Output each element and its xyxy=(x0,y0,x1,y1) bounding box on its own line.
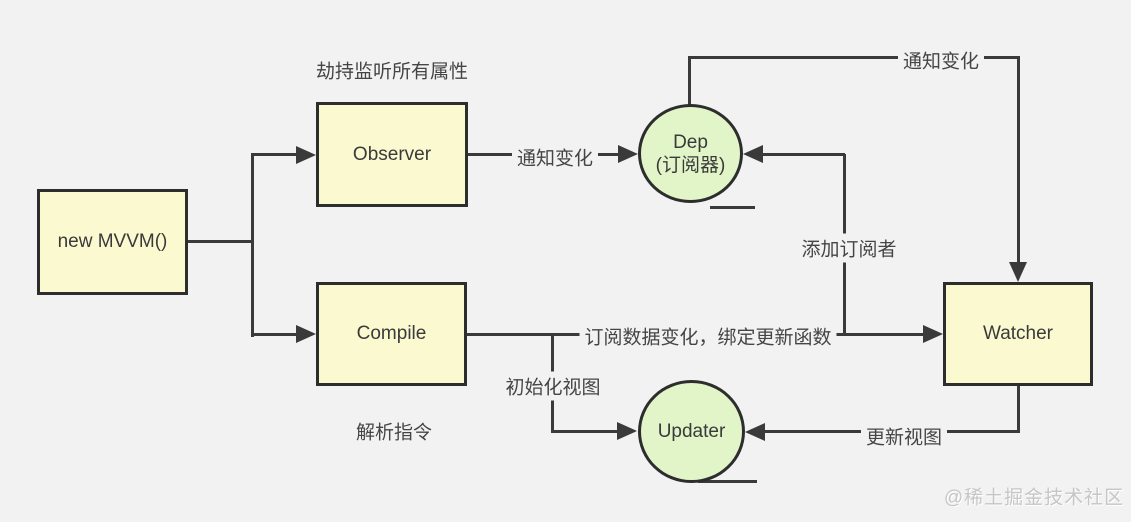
edge-newmvvm-branch-v xyxy=(251,153,254,337)
arrowhead-watcher-to-dep xyxy=(743,145,763,163)
node-dep-label-line2: (订阅器) xyxy=(655,154,726,176)
label-hijack-listen: 劫持监听所有属性 xyxy=(310,55,474,85)
label-subscribe-bind: 订阅数据变化，绑定更新函数 xyxy=(579,321,837,351)
label-add-subscriber: 添加订阅者 xyxy=(796,233,902,263)
node-new-mvvm-label: new MVVM() xyxy=(57,231,168,252)
node-watcher: Watcher xyxy=(943,282,1093,386)
arrowhead-watcher-to-updater xyxy=(745,423,765,441)
node-compile: Compile xyxy=(316,282,467,386)
arrowhead-to-compile xyxy=(296,325,316,343)
node-updater: Updater xyxy=(638,380,745,483)
edge-compile-to-updater-h xyxy=(551,430,618,433)
label-update-view: 更新视图 xyxy=(860,421,948,451)
edge-dep-to-watcher-v xyxy=(1017,56,1020,264)
edge-newmvvm-branch-h xyxy=(188,240,254,243)
label-parse-directive: 解析指令 xyxy=(350,416,438,446)
node-dep-label-line1: Dep xyxy=(673,131,708,153)
arrowhead-compile-to-watcher xyxy=(923,325,943,343)
node-new-mvvm: new MVVM() xyxy=(37,189,188,295)
edge-watcher-to-dep-h xyxy=(763,153,845,156)
label-init-view: 初始化视图 xyxy=(500,371,606,401)
arrowhead-compile-to-updater xyxy=(617,422,637,440)
juejin-watermark: @稀土掘金技术社区 xyxy=(943,487,1125,509)
node-compile-label: Compile xyxy=(356,323,427,344)
edge-watcher-to-updater-v xyxy=(1017,386,1020,433)
edge-dep-to-watcher-h xyxy=(688,56,1020,59)
label-notify-change-left: 通知变化 xyxy=(511,142,599,172)
arrowhead-dep-to-watcher xyxy=(1009,262,1027,282)
node-observer-label: Observer xyxy=(352,143,432,165)
node-updater-label: Updater xyxy=(657,421,726,442)
edge-to-compile xyxy=(251,333,297,336)
node-dep: Dep (订阅器) xyxy=(638,104,743,203)
updater-circle-tail-stroke xyxy=(698,480,757,483)
dep-circle-tail-stroke xyxy=(710,206,755,209)
node-watcher-label: Watcher xyxy=(982,323,1054,344)
arrowhead-observer-to-dep xyxy=(618,145,638,163)
edge-dep-top-v xyxy=(688,56,691,106)
label-notify-change-top: 通知变化 xyxy=(897,45,985,75)
node-observer: Observer xyxy=(316,102,468,207)
arrowhead-to-observer xyxy=(296,146,316,164)
edge-to-observer xyxy=(251,153,297,156)
